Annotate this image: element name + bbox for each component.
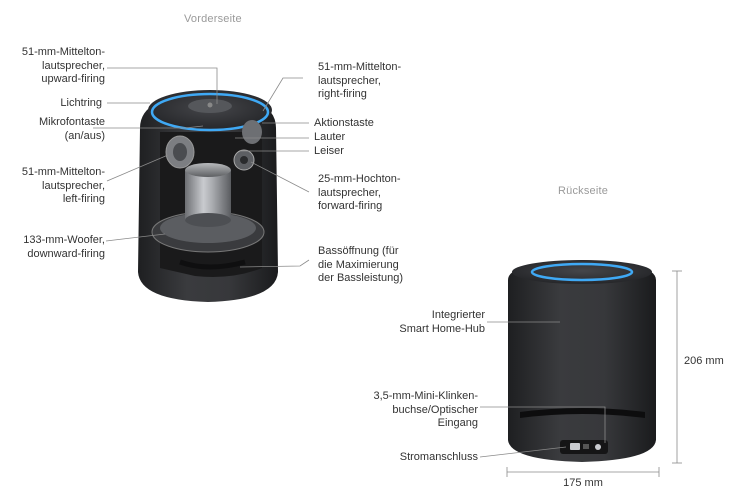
label-light-ring: Lichtring <box>60 97 102 109</box>
port-glyph <box>583 444 589 449</box>
power-port <box>570 443 580 450</box>
back-speaker-body <box>508 260 656 462</box>
front-heading: Vorderseite <box>184 13 242 25</box>
label-smart-home-hub: Integrierter Smart Home-Hub <box>399 309 485 335</box>
right-mid-driver <box>242 120 262 144</box>
label-power: Stromanschluss <box>399 451 478 463</box>
label-aux-optical: 3,5-mm-Mini-Klinken- buchse/Optischer Ei… <box>373 390 478 429</box>
label-right-mid: 51-mm-Mittelton- lautsprecher, right-fir… <box>318 61 402 100</box>
width-dimension: 175 mm <box>563 477 603 489</box>
label-left-mid: 51-mm-Mittelton- lautsprecher, left-firi… <box>21 166 105 205</box>
label-action: Aktionstaste <box>314 117 374 129</box>
back-light-ring <box>530 262 634 282</box>
label-quieter: Leiser <box>314 145 344 157</box>
back-bass-slot <box>520 408 645 418</box>
front-light-ring <box>150 92 270 132</box>
label-upward-mid: 51-mm-Mittelton- lautsprecher, upward-fi… <box>21 46 105 85</box>
aux-port <box>595 444 601 450</box>
height-dimension: 206 mm <box>684 355 724 367</box>
back-heading: Rückseite <box>558 185 609 197</box>
label-mic-button: Mikrofontaste (an/aus) <box>38 116 105 142</box>
leader-lines <box>93 67 682 477</box>
back-speaker <box>508 260 656 462</box>
top-dot <box>207 102 213 108</box>
bass-port <box>179 259 246 270</box>
woofer-magnet <box>185 170 231 220</box>
label-tweeter: 25-mm-Hochton- lautsprecher, forward-fir… <box>318 173 401 212</box>
label-woofer: 133-mm-Woofer, downward-firing <box>23 234 105 260</box>
front-speaker <box>138 90 278 302</box>
label-louder: Lauter <box>314 131 346 143</box>
label-bass-port: Bassöffnung (für die Maximierung der Bas… <box>318 245 403 284</box>
